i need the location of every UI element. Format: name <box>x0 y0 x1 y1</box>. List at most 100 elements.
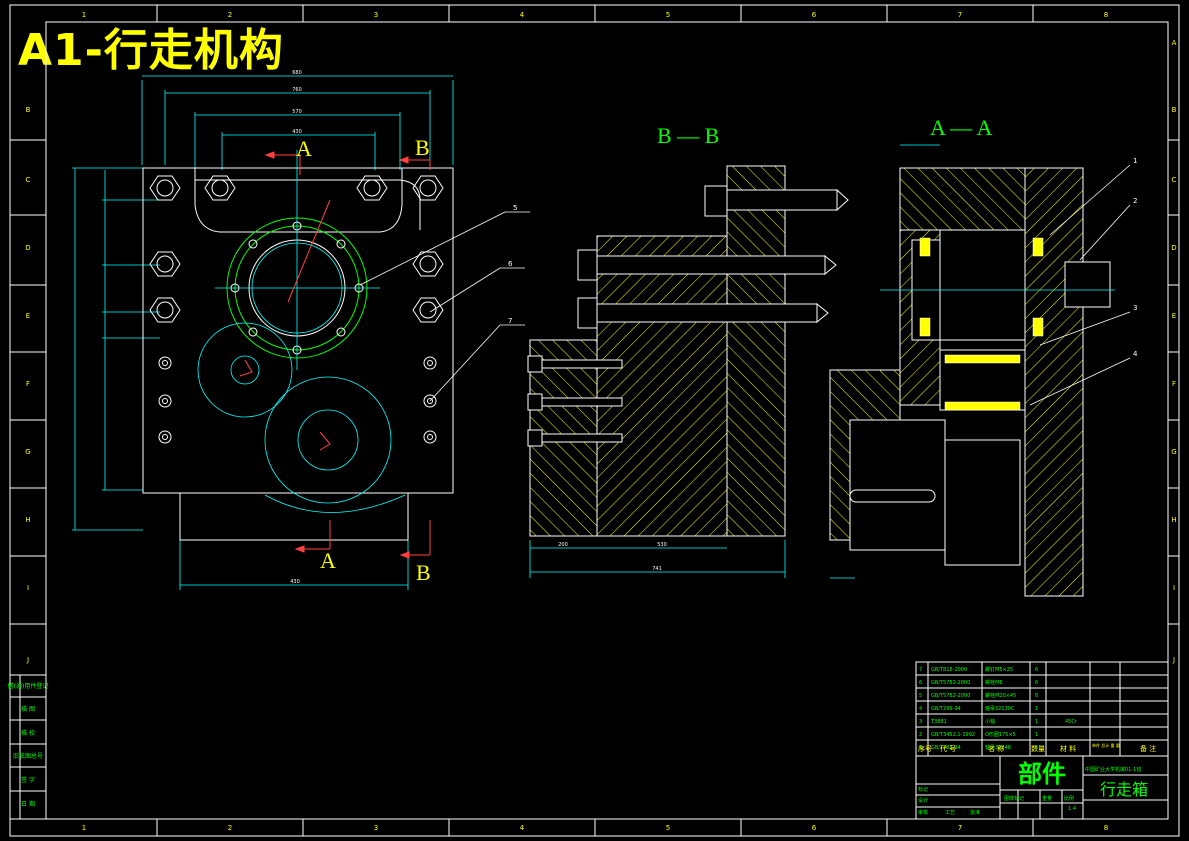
bom-name: 螺栓M20×45 <box>985 692 1016 699</box>
section-mark: A <box>296 136 312 161</box>
zone-col-label: 4 <box>520 824 525 832</box>
strip-label: 旧底图总号 <box>13 752 43 760</box>
zone-col-label: 3 <box>374 11 378 19</box>
svg-text:760: 760 <box>292 87 302 93</box>
bom-code: GB/T299-94 <box>931 706 961 712</box>
zone-row-label: J <box>1172 656 1175 664</box>
zone-row-label: B <box>1172 106 1177 114</box>
zone-row-label: I <box>27 584 29 592</box>
title-block-scale: 1:4 <box>1068 806 1076 812</box>
strip-label: 日 期 <box>21 800 35 808</box>
bom-header: 备 注 <box>1140 744 1156 753</box>
zone-row-label: I <box>1173 584 1175 592</box>
zone-col-label: 5 <box>666 11 670 19</box>
strip-label: 借(通)用件登记 <box>8 682 49 690</box>
bom-name: 轴承32248 <box>985 744 1011 751</box>
bom-name: 螺钉M5×25 <box>985 666 1013 673</box>
bom-no: 3 <box>919 719 922 725</box>
section-mark: B <box>415 135 430 160</box>
zone-row-label: J <box>26 656 29 664</box>
zone-col-label: 1 <box>82 824 86 832</box>
zone-col-label: 2 <box>228 824 232 832</box>
zone-row-label: H <box>25 516 30 524</box>
bom-no: 6 <box>919 680 922 686</box>
strip-label: 描 图 <box>21 705 35 713</box>
bom-qty: 1 <box>1035 719 1038 725</box>
bom-qty: 6 <box>1035 667 1038 673</box>
zone-col-label: 2 <box>228 11 232 19</box>
zone-col-label: 8 <box>1104 11 1108 19</box>
section-mark: B <box>416 560 431 585</box>
zone-col-label: 6 <box>812 824 817 832</box>
sheet-title: A1-行走机构 <box>18 25 284 76</box>
svg-text:430: 430 <box>292 129 302 135</box>
bom-header: 序号 <box>918 744 932 753</box>
callout-label: 7 <box>508 317 512 325</box>
bom-name: 轴承32130C <box>985 705 1015 712</box>
callout-label: 3 <box>1133 304 1137 312</box>
zone-row-label: F <box>1172 380 1176 388</box>
bom-qty: 6 <box>1035 680 1038 686</box>
bom-qty: 1 <box>1035 732 1038 738</box>
bom-qty: 8 <box>1035 693 1038 699</box>
title-block-drawing-name: 行走箱 <box>1100 780 1148 799</box>
bom-code: T3881 <box>930 719 947 725</box>
callout-label: 1 <box>1133 157 1137 165</box>
zone-row-label: H <box>1171 516 1176 524</box>
strip-label: 签 字 <box>21 776 35 784</box>
bom-name: O形圈170×5 <box>985 731 1016 738</box>
zone-row-label: F <box>26 380 30 388</box>
bom-no: 5 <box>919 693 922 699</box>
zone-col-label: 4 <box>520 11 525 19</box>
zone-row-label: D <box>25 244 30 252</box>
section-bb-view: B — B <box>527 123 849 578</box>
title-block-row: 工艺 <box>945 810 955 816</box>
zone-row-label: C <box>26 176 31 184</box>
bom-header: 单件 总计 重 量 <box>1092 742 1120 748</box>
svg-text:200: 200 <box>558 542 568 548</box>
zone-col-label: 5 <box>666 824 670 832</box>
bom-table: 7 GB/T818-2000 螺钉M5×25 6 6 GB/T5782-2000… <box>915 661 1169 757</box>
zone-ticks <box>10 5 1179 836</box>
zone-col-label: 8 <box>1104 824 1108 832</box>
bom-header: 代 号 <box>940 744 956 753</box>
zone-row-label: G <box>25 448 30 456</box>
section-mark: A <box>320 548 336 573</box>
title-block-row: 设计 <box>918 797 928 804</box>
title-block-row: 批准 <box>970 809 980 816</box>
title-block: 部件 中国矿业大学机械01-1班 行走箱 图样标记 重量 比例 1:4 标记 设… <box>915 755 1169 820</box>
bom-no: 7 <box>919 667 922 673</box>
callout-label: 2 <box>1133 197 1137 205</box>
zone-row-label: E <box>26 312 30 320</box>
callout-label: 6 <box>508 260 513 268</box>
bom-header: 材 料 <box>1060 744 1076 753</box>
title-block-label: 部件 <box>1018 760 1066 788</box>
zone-row-label: D <box>1171 244 1176 252</box>
zone-row-label: B <box>26 106 31 114</box>
zone-col-label: 7 <box>958 11 962 19</box>
zone-col-label: 3 <box>374 824 378 832</box>
section-aa-view: A — A <box>829 115 1138 597</box>
bom-code: GB/T5782-2000 <box>931 693 970 699</box>
zone-row-label: A <box>26 39 31 47</box>
title-block-row: 标记 <box>918 786 928 793</box>
bom-qty: 1 <box>1035 706 1038 712</box>
bom-header: 数量 <box>1031 744 1045 753</box>
bom-no: 1 <box>919 745 922 751</box>
svg-text:680: 680 <box>292 70 302 76</box>
callout-label: 5 <box>513 204 517 212</box>
zone-col-label: 1 <box>82 11 86 19</box>
title-block-col: 图样标记 <box>1004 795 1024 802</box>
zone-col-label: 7 <box>958 824 962 832</box>
bom-name: 小轴 <box>985 718 995 725</box>
bom-code: GB/T3452.1-1992 <box>931 732 975 738</box>
svg-text:530: 530 <box>657 542 667 548</box>
bom-code: GB/T283-94 <box>931 745 961 751</box>
bom-qty: 1 <box>1035 745 1038 751</box>
svg-text:741: 741 <box>652 566 662 572</box>
title-block-project: 中国矿业大学机械01-1班 <box>1085 766 1141 773</box>
bom-no: 4 <box>919 706 922 712</box>
zone-row-label: G <box>1171 448 1176 456</box>
bom-material: 45Cr <box>1065 719 1078 725</box>
